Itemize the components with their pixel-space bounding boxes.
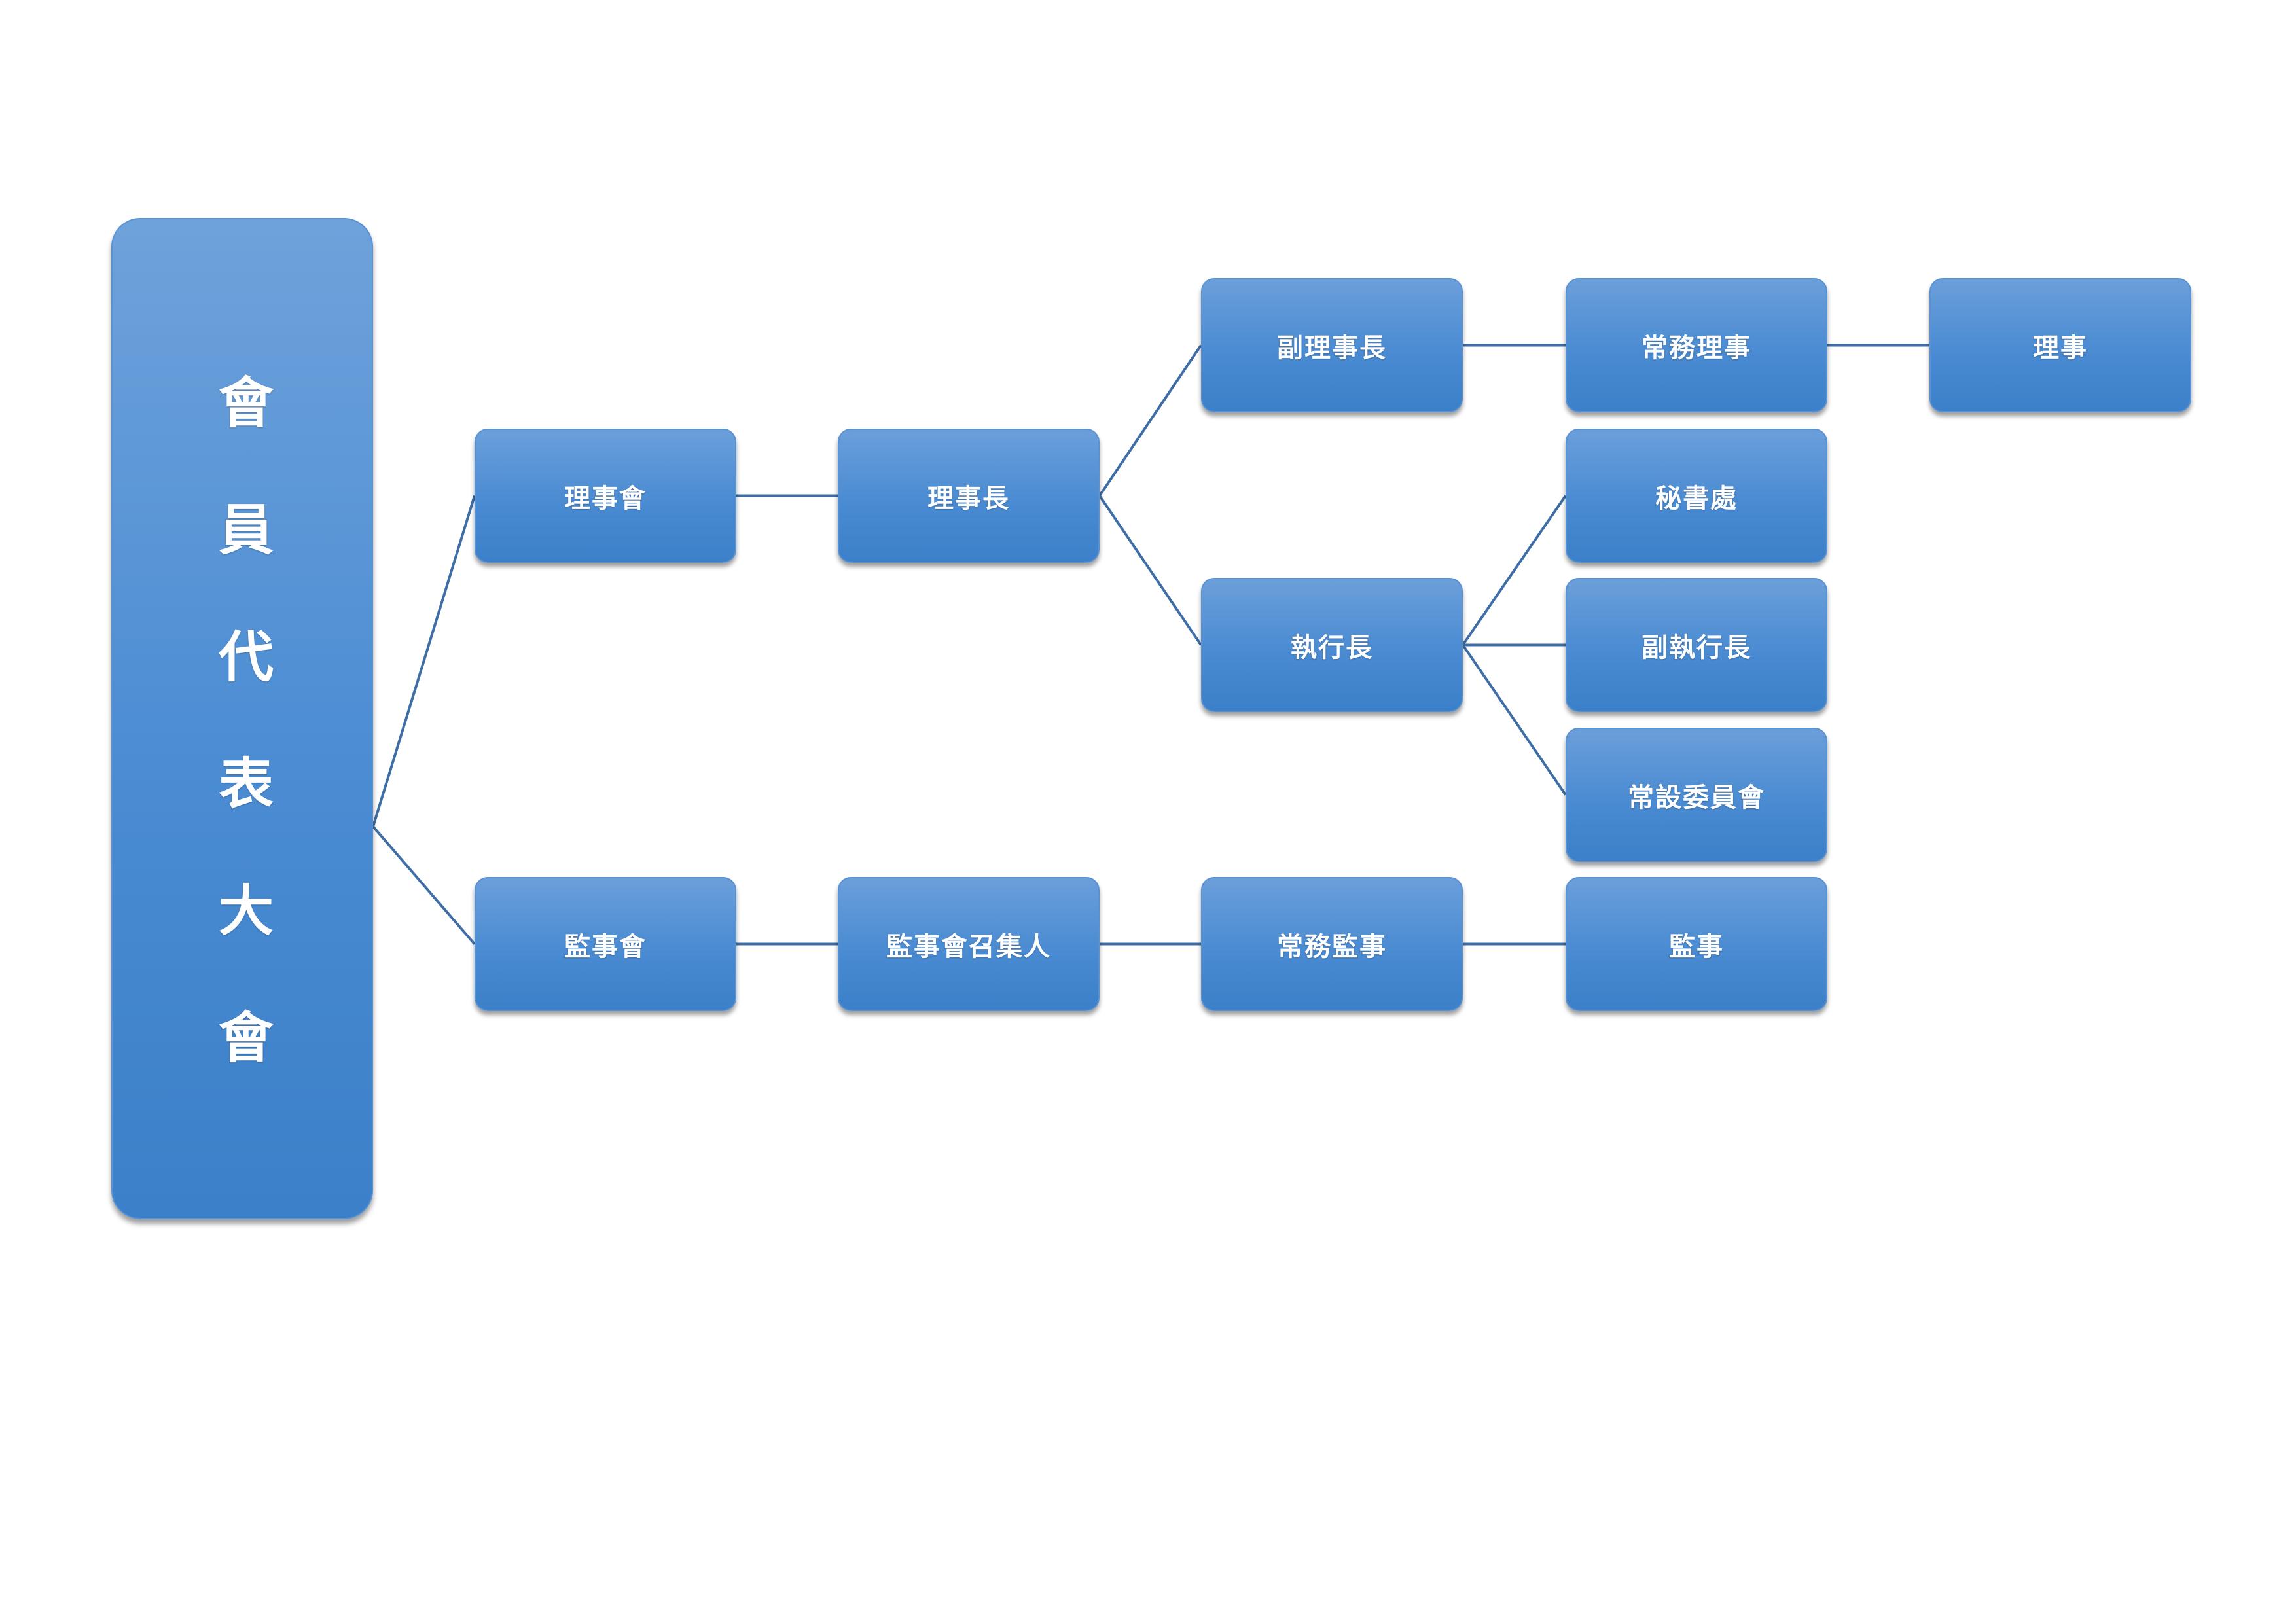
node-label: 監事 — [1669, 931, 1724, 962]
node-general-assembly: 會員代表大會 — [111, 218, 373, 1219]
node-label: 常務理事 — [1641, 332, 1751, 363]
node-label: 監事會 — [564, 931, 647, 962]
connector-chairman-to-executive-director — [1098, 495, 1202, 646]
node-standing-committee: 常設委員會 — [1566, 728, 1827, 862]
node-label: 監事會召集人 — [886, 931, 1051, 962]
node-label: 理事會 — [564, 483, 647, 514]
node-supervisor: 監事 — [1566, 877, 1827, 1011]
node-label: 秘書處 — [1655, 483, 1738, 514]
node-deputy-executive: 副執行長 — [1566, 578, 1827, 712]
node-label: 理事 — [2033, 332, 2088, 363]
node-standing-supervisor: 常務監事 — [1201, 877, 1463, 1011]
connector-general-assembly-to-board — [372, 495, 476, 827]
node-label: 會員代表大會 — [209, 374, 274, 1135]
node-label: 常務監事 — [1277, 931, 1387, 962]
node-vice-chairman: 副理事長 — [1201, 278, 1463, 412]
connector-executive-director-to-secretariat — [1462, 495, 1567, 646]
connector-chairman-to-vice-chairman — [1098, 344, 1202, 497]
node-label: 常設委員會 — [1628, 782, 1765, 813]
node-supervisory-board: 監事會 — [475, 877, 736, 1011]
node-secretariat: 秘書處 — [1566, 429, 1827, 563]
connector-general-assembly-to-supervisory-board — [372, 825, 476, 945]
node-chairman: 理事長 — [838, 429, 1100, 563]
node-executive-director: 執行長 — [1201, 578, 1463, 712]
node-label: 副理事長 — [1277, 332, 1387, 363]
node-director: 理事 — [1929, 278, 2191, 412]
node-label: 執行長 — [1291, 632, 1373, 663]
node-board: 理事會 — [475, 429, 736, 563]
node-label: 理事長 — [927, 483, 1010, 514]
node-label: 副執行長 — [1641, 632, 1751, 663]
node-supervisor-convener: 監事會召集人 — [838, 877, 1100, 1011]
node-standing-director: 常務理事 — [1566, 278, 1827, 412]
connector-executive-director-to-standing-committee — [1462, 644, 1567, 796]
